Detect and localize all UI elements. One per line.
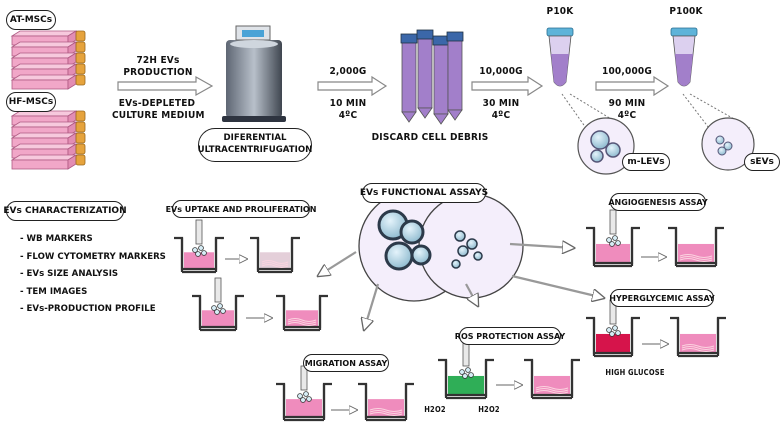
step1-time: 10 MIN: [329, 98, 367, 109]
migration-assay-label: MIGRATION ASSAY: [303, 354, 389, 372]
flask-icon: [10, 30, 86, 46]
p100k-label: P100K: [669, 6, 703, 17]
process-arrows: [117, 75, 670, 97]
step1-speed: 2,000G: [329, 66, 367, 77]
well-icon: [276, 294, 328, 332]
hf-mscs-label: HF-MSCs: [6, 92, 56, 112]
assay-wells: [174, 209, 726, 422]
list-item: - WB MARKERS: [20, 234, 93, 244]
list-item: - EVs-PRODUCTION PROFILE: [20, 304, 156, 314]
arrow-10000g: [471, 75, 544, 97]
well-icon: [250, 236, 300, 274]
conical-tube-icon: [400, 33, 418, 123]
step3-speed: 100,000G: [602, 66, 652, 77]
arrow-100000g: [595, 75, 670, 97]
arrow-to-centrifuge: [117, 75, 214, 97]
step3-conditions: 90 MIN 4ºC: [594, 98, 660, 121]
well-icon: [276, 365, 332, 422]
discard-label: DISCARD CELL DEBRIS: [371, 132, 489, 143]
step2-time: 30 MIN: [482, 98, 520, 109]
well-icon: [670, 316, 726, 358]
production-line-1: 72H EVs: [136, 55, 180, 66]
sevs-label: sEVs: [744, 153, 780, 171]
well-icon: [668, 226, 724, 268]
production-label: 72H EVs PRODUCTION: [118, 55, 198, 78]
well-icon: [192, 277, 244, 332]
conical-tube-icon: [416, 29, 434, 119]
medium-line-2: CULTURE MEDIUM: [112, 109, 205, 121]
at-mscs-flask-stack: [10, 30, 86, 90]
well-icon: [524, 358, 580, 400]
p10k-tube-icon: [546, 27, 574, 87]
step2-temp: 4ºC: [491, 109, 511, 121]
medium-line-1: EVs-DEPLETED: [118, 98, 196, 109]
flask-icon: [10, 143, 86, 159]
step1-conditions: 10 MIN 4ºC: [320, 98, 376, 121]
arrow-2000g: [317, 75, 388, 97]
conical-tube-icon: [432, 35, 450, 125]
well-icon: [358, 382, 414, 422]
assay-arrows: [318, 244, 604, 330]
ultracentrifugation-pill: DIFERENTIAL ULTRACENTRIFUGATION: [198, 128, 312, 162]
well-arrows: [225, 257, 668, 410]
flask-icon: [10, 74, 86, 90]
uptake-assay-label: EVs UPTAKE AND PROLIFERATION: [166, 200, 316, 218]
conical-tube-icon: [446, 31, 464, 121]
production-line-2: PRODUCTION: [123, 66, 193, 78]
characterization-title: EVs CHARACTERIZATION: [3, 201, 127, 221]
flask-icon: [10, 154, 86, 170]
angiogenesis-assay-label: ANGIOGENESIS ASSAY: [608, 193, 708, 211]
step3-time: 90 MIN: [608, 98, 646, 109]
characterization-list: - WB MARKERS - FLOW CYTOMETRY MARKERS - …: [20, 234, 166, 322]
step2-conditions: 30 MIN 4ºC: [472, 98, 530, 121]
ultracentrifuge-icon: [222, 25, 286, 122]
hf-mscs-flask-stack: [10, 110, 86, 170]
h2o2-label-left: H2O2: [424, 405, 446, 414]
ultracentrifugation-line-2: ULTRACENTRIFUGATION: [197, 145, 313, 155]
h2o2-label-right: H2O2: [478, 405, 500, 414]
well-icon: [586, 299, 640, 358]
functional-assays-hub: [358, 190, 524, 302]
p10k-label: P10K: [546, 6, 574, 17]
well-icon: [174, 219, 224, 274]
list-item: - TEM IMAGES: [20, 286, 88, 297]
flask-icon: [10, 132, 86, 148]
m-levs-zoom: [577, 117, 635, 175]
m-levs-label: m-LEVs: [622, 153, 670, 171]
step3-temp: 4ºC: [617, 109, 637, 121]
ros-assay-label: ROS PROTECTION ASSAY: [455, 327, 565, 345]
list-item: - EVs SIZE ANALYSIS: [20, 269, 119, 279]
well-icon: [586, 209, 640, 268]
list-item: - FLOW CYTOMETRY MARKERS: [20, 251, 166, 262]
conical-tubes: [400, 29, 464, 125]
step1-temp: 4ºC: [338, 109, 358, 121]
well-icon: [438, 341, 494, 400]
at-mscs-label: AT-MSCs: [6, 10, 56, 30]
functional-assays-title: EVs FUNCTIONAL ASSAYS: [360, 183, 488, 203]
ultracentrifugation-line-1: DIFERENTIAL: [223, 133, 287, 144]
step2-speed: 10,000G: [479, 66, 523, 77]
high-glucose-label: HIGH GLUCOSE: [605, 368, 665, 377]
hyperglycemic-assay-label: HYPERGLYCEMIC ASSAY: [609, 289, 715, 307]
p100k-tube-icon: [670, 27, 698, 87]
flask-icon: [10, 63, 86, 79]
sevs-zoom: [701, 117, 755, 171]
medium-label: EVs-DEPLETED CULTURE MEDIUM: [112, 98, 205, 121]
flask-icon: [10, 110, 86, 126]
